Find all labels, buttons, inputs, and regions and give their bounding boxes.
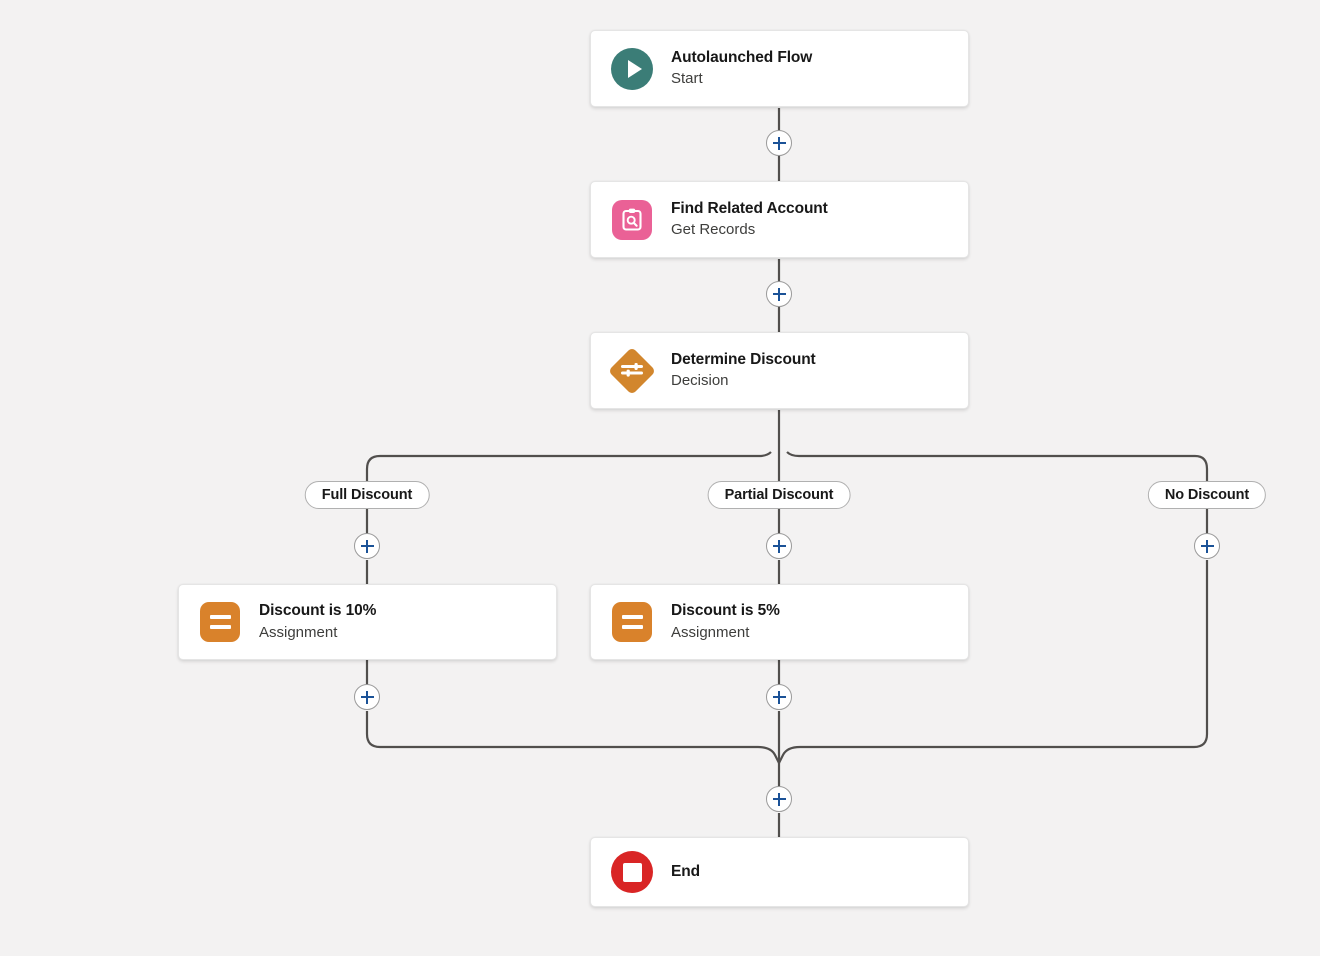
add-element-button-no-discount-branch[interactable] [1194, 533, 1220, 559]
node-title: End [671, 863, 700, 881]
connector-merge-right [778, 745, 801, 764]
node-title: Determine Discount [671, 350, 816, 368]
connector-split-left [365, 451, 772, 482]
branch-label-partial-discount[interactable]: Partial Discount [707, 481, 851, 509]
connector-assignfull-to-merge [365, 711, 758, 749]
add-element-button-full-branch[interactable] [354, 533, 380, 559]
assignment-equals-icon [199, 601, 241, 643]
add-element-button-partial-branch[interactable] [766, 533, 792, 559]
flow-node-assignment-full[interactable]: Discount is 10% Assignment [178, 584, 557, 660]
flow-node-start[interactable]: Autolaunched Flow Start [590, 30, 969, 107]
flow-node-assignment-partial[interactable]: Discount is 5% Assignment [590, 584, 969, 660]
node-subtitle: Assignment [259, 623, 338, 641]
stop-circle-icon [611, 851, 653, 893]
branch-label-no-discount[interactable]: No Discount [1147, 481, 1267, 509]
assignment-equals-icon [611, 601, 653, 643]
add-element-button-after-assignment-full[interactable] [354, 684, 380, 710]
node-subtitle: Assignment [671, 623, 750, 641]
node-subtitle: Get Records [671, 221, 756, 239]
node-title: Discount is 10% [259, 602, 377, 620]
node-title: Discount is 5% [671, 602, 780, 620]
node-subtitle: Decision [671, 372, 729, 390]
flow-node-get-records[interactable]: Find Related Account Get Records [590, 181, 969, 258]
add-element-button-after-assignment-partial[interactable] [766, 684, 792, 710]
add-element-button-before-end[interactable] [766, 786, 792, 812]
add-element-button-after-start[interactable] [766, 130, 792, 156]
play-circle-icon [611, 47, 653, 90]
add-element-button-after-get-records[interactable] [766, 281, 792, 307]
branch-label-full-discount[interactable]: Full Discount [304, 481, 430, 509]
connector-merge-left [757, 745, 780, 764]
node-title: Autolaunched Flow [671, 48, 813, 66]
decision-diamond-icon [607, 346, 657, 395]
branch-label-text: Full Discount [321, 487, 413, 503]
node-title: Find Related Account [671, 199, 828, 217]
flow-node-decision[interactable]: Determine Discount Decision [590, 332, 969, 409]
node-subtitle: Start [671, 70, 703, 88]
branch-label-text: Partial Discount [724, 487, 834, 503]
branch-label-text: No Discount [1164, 487, 1250, 503]
clipboard-search-icon [611, 199, 653, 241]
connector-split-right [786, 451, 1209, 482]
flow-node-end[interactable]: End [590, 837, 969, 907]
